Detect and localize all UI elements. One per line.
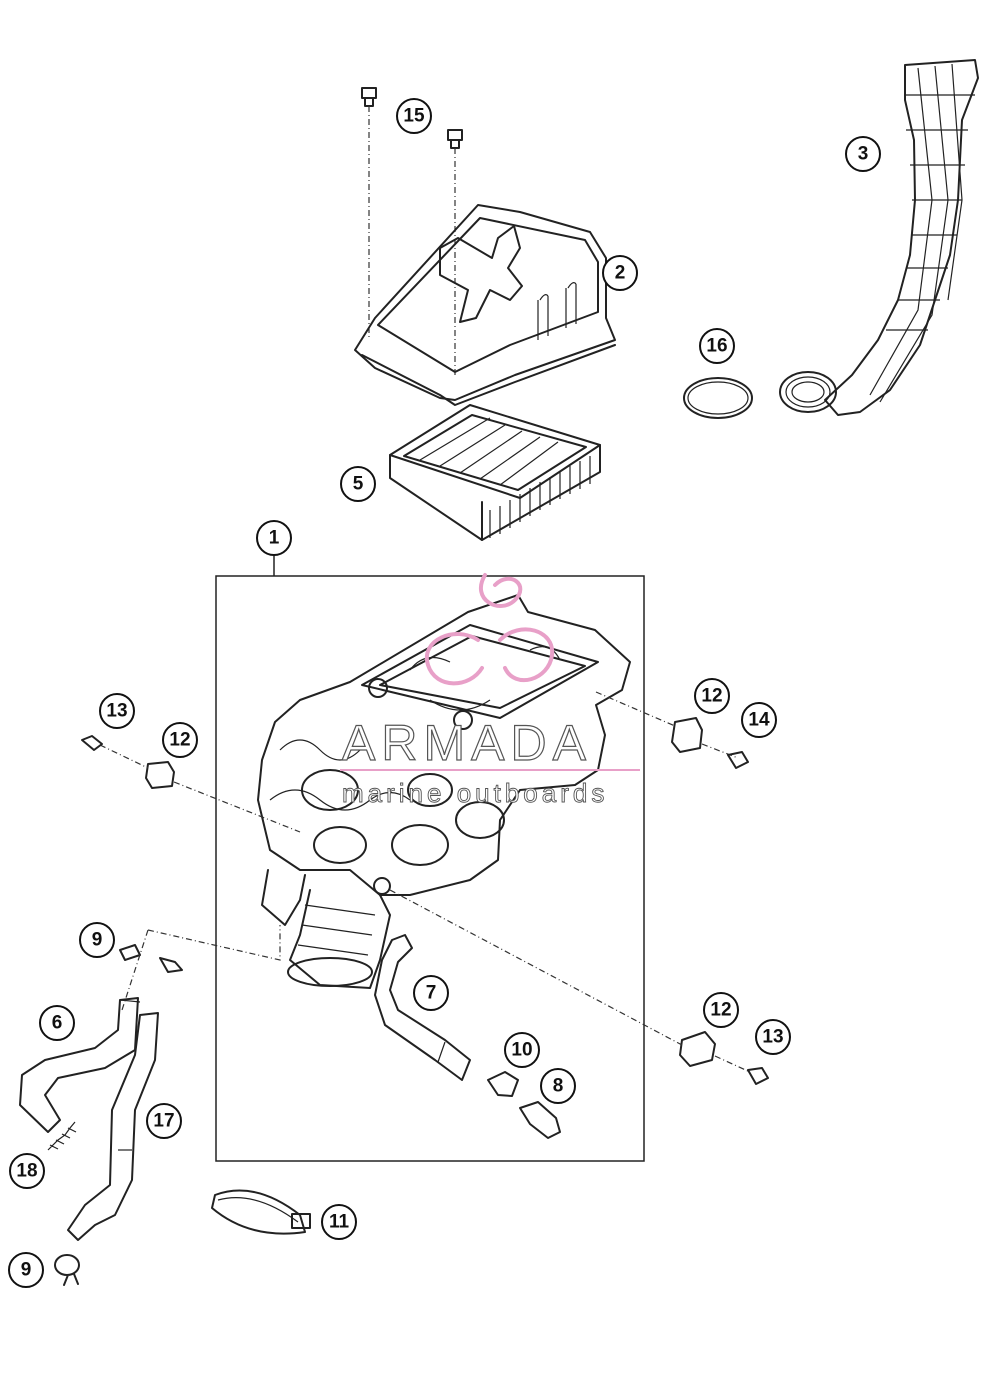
- watermark: ARMADA marine outboards: [340, 573, 640, 808]
- grommet-12-left: [99, 744, 301, 833]
- svg-text:10: 10: [511, 1040, 532, 1061]
- svg-text:13: 13: [106, 701, 127, 722]
- spring-18: [47, 1121, 77, 1151]
- callout-16: 16: [699, 328, 735, 364]
- callout-9-bottom: 9: [8, 1252, 44, 1288]
- svg-text:12: 12: [169, 730, 190, 751]
- callout-10: 10: [504, 1032, 540, 1068]
- callout-14: 14: [741, 702, 777, 738]
- svg-text:17: 17: [153, 1111, 174, 1132]
- svg-text:12: 12: [710, 1000, 731, 1021]
- callout-8: 8: [540, 1068, 576, 1104]
- svg-text:16: 16: [706, 336, 727, 357]
- callout-13-left: 13: [99, 693, 135, 729]
- callout-6: 6: [39, 1005, 75, 1041]
- callout-15: 15: [396, 98, 432, 134]
- airbox-cover: [354, 204, 616, 406]
- bolt-14: [727, 751, 749, 769]
- clamp-11: [211, 1189, 311, 1235]
- callout-9-top: 9: [79, 922, 115, 958]
- callout-12-right-upper: 12: [694, 678, 730, 714]
- callout-7: 7: [413, 975, 449, 1011]
- svg-text:3: 3: [858, 144, 869, 165]
- fitting-8: [519, 1101, 561, 1139]
- svg-text:8: 8: [553, 1076, 564, 1097]
- clamp-10: [487, 1071, 519, 1097]
- bolt-15-left: [361, 87, 377, 340]
- hose-leaders: [121, 925, 281, 1011]
- svg-text:1: 1: [269, 528, 280, 549]
- svg-text:11: 11: [329, 1212, 350, 1233]
- bolt-15-right: [447, 129, 463, 375]
- bolt-13-left: [81, 735, 103, 751]
- assembly-frame: [215, 575, 645, 1162]
- callout-1: 1: [256, 520, 292, 556]
- callout-11: 11: [321, 1204, 357, 1240]
- callout-2: 2: [602, 255, 638, 291]
- watermark-brand: ARMADA: [342, 715, 592, 771]
- svg-text:14: 14: [748, 710, 770, 731]
- svg-text:18: 18: [16, 1161, 37, 1182]
- watermark-tagline: marine outboards: [342, 778, 608, 808]
- svg-text:13: 13: [762, 1027, 783, 1048]
- callout-12-right-lower: 12: [703, 992, 739, 1028]
- svg-text:9: 9: [92, 930, 103, 951]
- svg-text:12: 12: [701, 686, 722, 707]
- svg-text:9: 9: [21, 1260, 32, 1281]
- grommet-12-right-lower: [389, 889, 751, 1073]
- callout-12-left: 12: [162, 722, 198, 758]
- svg-text:2: 2: [615, 263, 626, 284]
- bolt-13-right: [747, 1067, 769, 1085]
- svg-text:7: 7: [426, 983, 437, 1004]
- svg-text:15: 15: [403, 106, 425, 127]
- hose-17: [67, 1012, 159, 1241]
- callout-5: 5: [340, 466, 376, 502]
- breather-hose: [374, 934, 471, 1081]
- hose-6: [19, 997, 141, 1133]
- intake-snorkel: [779, 59, 979, 416]
- svg-text:6: 6: [52, 1013, 63, 1034]
- callout-18: 18: [9, 1153, 45, 1189]
- clamp-9-bottom: [54, 1254, 80, 1286]
- svg-text:5: 5: [353, 474, 364, 495]
- watermark-logo: [424, 573, 555, 686]
- callout-3: 3: [845, 136, 881, 172]
- grommet-12-right-upper: [595, 691, 739, 759]
- air-filter: [389, 404, 601, 541]
- callout-17: 17: [146, 1103, 182, 1139]
- clamp-9-top: [119, 944, 183, 973]
- o-ring: [683, 377, 753, 419]
- callout-13-right: 13: [755, 1019, 791, 1055]
